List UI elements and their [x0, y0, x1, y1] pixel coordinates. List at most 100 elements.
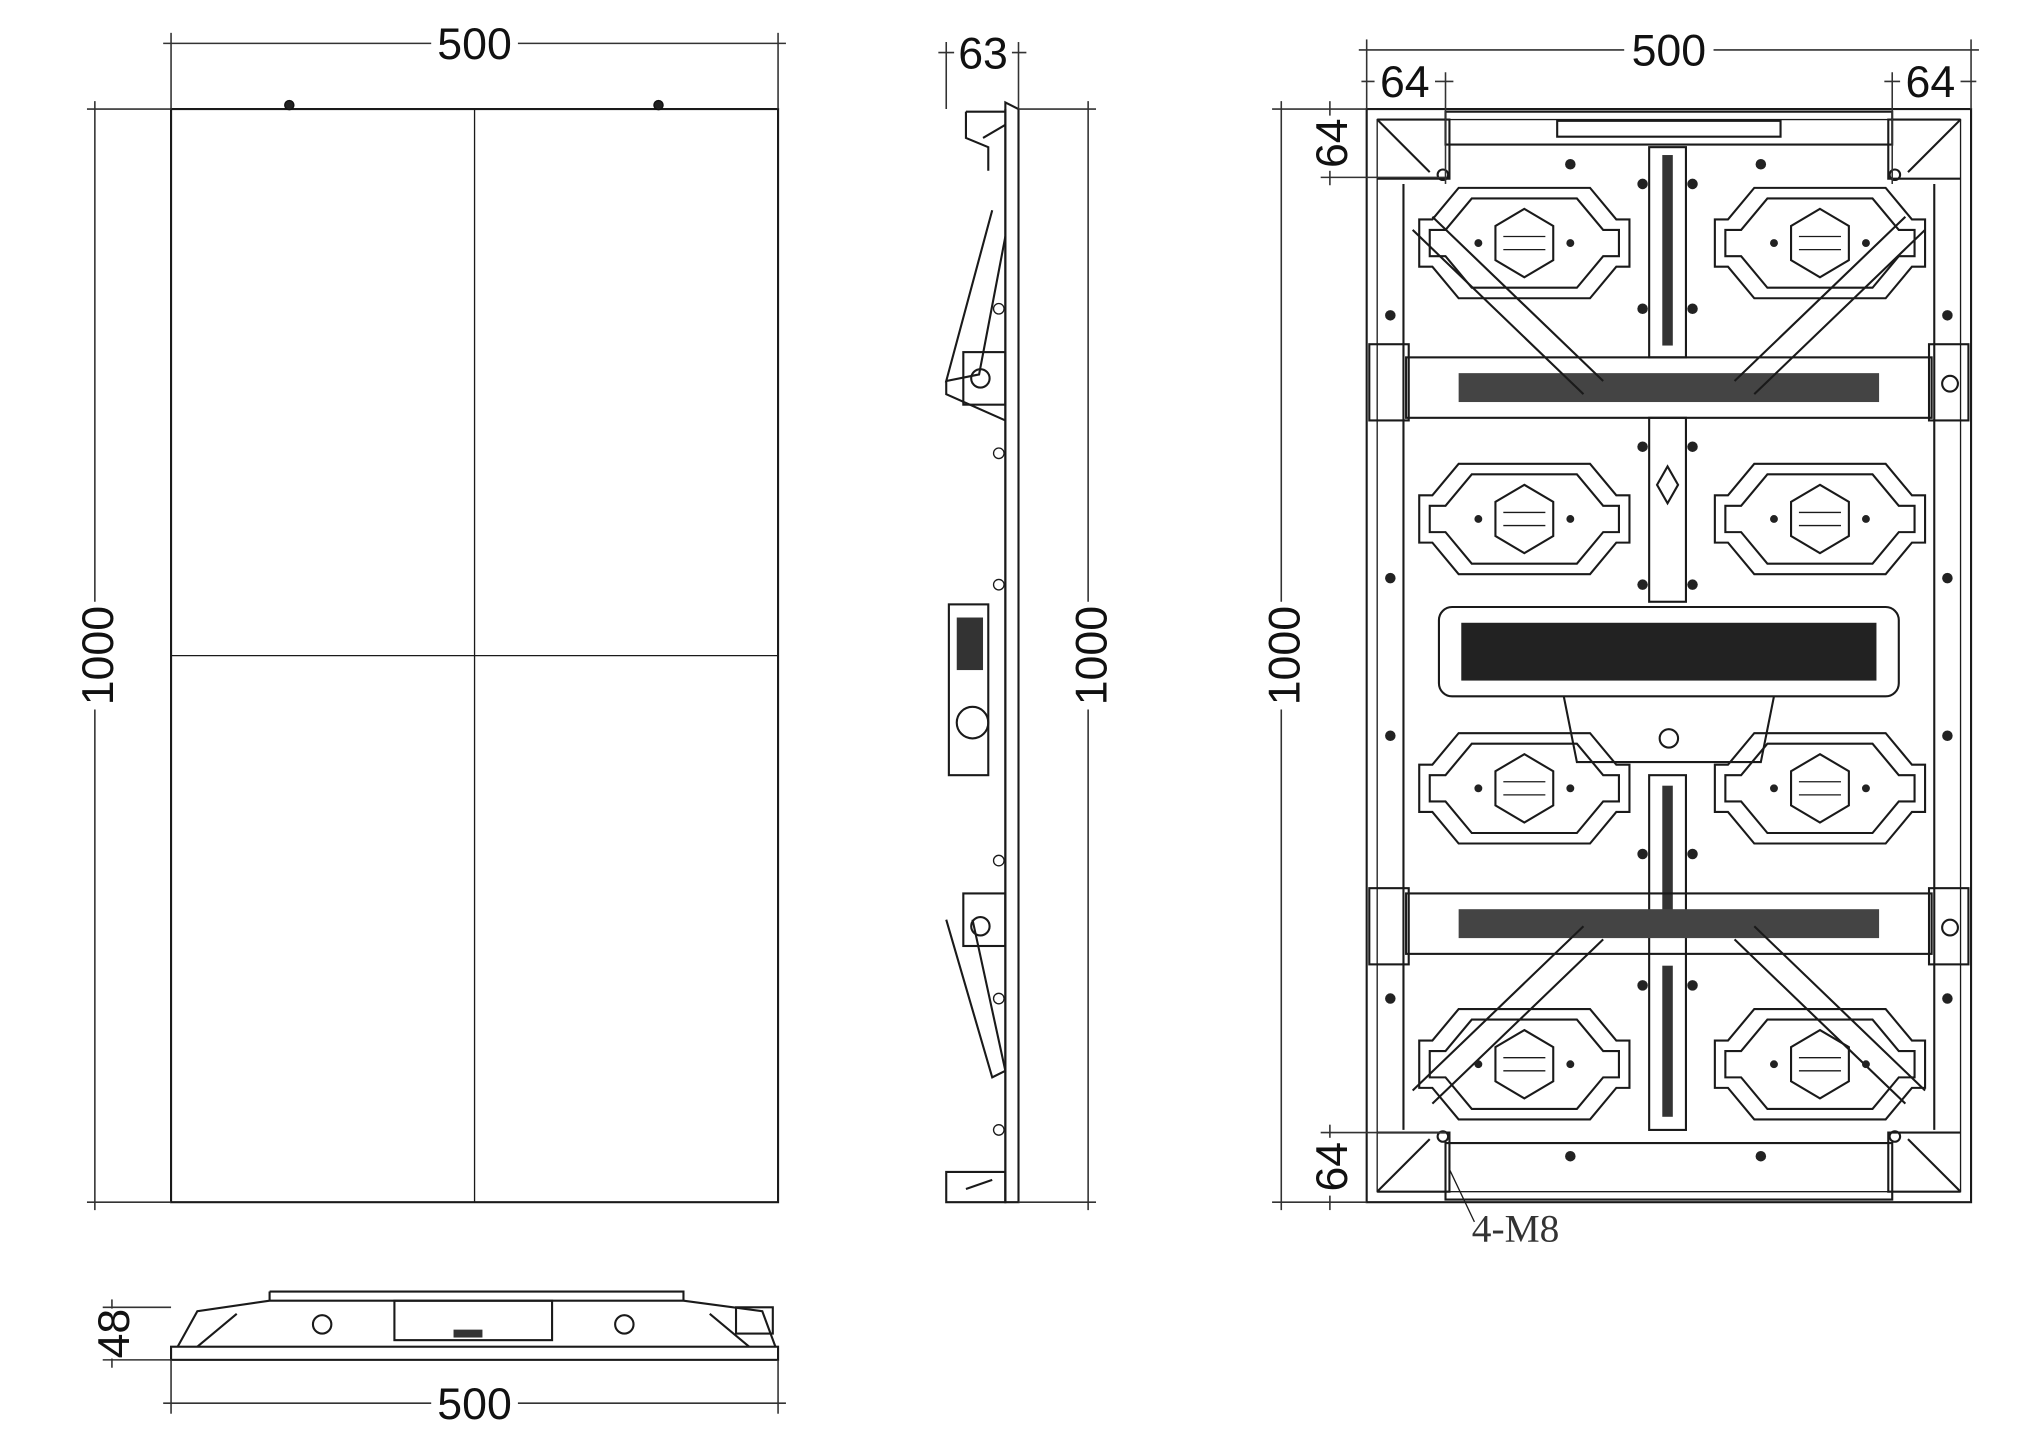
bolt-hole — [1687, 303, 1698, 315]
bolt-hole — [1637, 980, 1648, 991]
side-height-dimension: 1000 — [1018, 101, 1117, 1211]
bolt-hole — [1687, 579, 1698, 590]
bolt-hole — [1637, 848, 1648, 860]
lifting-pin — [284, 99, 295, 111]
locator-hole — [1474, 784, 1483, 793]
bolt-hole — [1385, 993, 1396, 1004]
bolt-hole — [1637, 303, 1648, 315]
module-mount — [1418, 1008, 1631, 1121]
module-frame — [1713, 186, 1927, 300]
bolt-hole — [1942, 993, 1953, 1004]
bolt-hole — [1565, 1150, 1576, 1162]
bolt-hole — [1687, 980, 1698, 991]
bolt-hole — [1942, 310, 1953, 321]
top-offset-label: 64 — [1308, 118, 1357, 168]
module-mount — [1418, 732, 1631, 845]
left-offset-dimension: 64 — [1361, 58, 1454, 184]
bottom-offset-dimension: 64 — [1308, 1124, 1446, 1211]
corner-bracket — [1887, 118, 1962, 180]
bolt-hole — [1942, 730, 1953, 742]
hex-magnet — [1494, 1028, 1555, 1100]
top-offset-dimension: 64 — [1308, 101, 1446, 186]
hex-magnet — [1790, 1028, 1850, 1100]
front-height-dimension: 1000 — [72, 101, 172, 1211]
locator-hole — [1566, 784, 1575, 793]
module-mount — [1418, 186, 1631, 300]
front-width-label: 500 — [437, 20, 512, 69]
m8-hole — [1888, 168, 1902, 182]
module-frame-inner — [1724, 742, 1916, 835]
locator-hole — [1474, 239, 1483, 248]
locator-hole — [1862, 515, 1870, 523]
bottom-offset-label: 64 — [1308, 1142, 1357, 1192]
right-offset-dimension: 64 — [1884, 58, 1977, 184]
module-mounts — [1418, 186, 1927, 1121]
bolt-hole — [1755, 158, 1767, 170]
front-height-label: 1000 — [74, 606, 123, 705]
power-box — [1437, 605, 1900, 698]
hole-callout-label: 4-M8 — [1472, 1207, 1560, 1251]
locator-hole — [1566, 1060, 1575, 1069]
hex-magnet — [1790, 752, 1850, 824]
bolt-hole — [1942, 572, 1953, 584]
locator-hole — [1474, 1060, 1483, 1069]
bolt-hole — [1755, 1150, 1767, 1162]
bottom-depth-dimension: 48 — [90, 1299, 172, 1368]
bolt-hole — [1385, 310, 1396, 321]
hex-magnet — [1790, 207, 1850, 279]
module-frame-inner — [1724, 197, 1916, 289]
module-mount — [1713, 462, 1927, 576]
back-height-dimension: 1000 — [1258, 101, 1367, 1211]
bolt-hole — [1565, 158, 1576, 170]
module-frame — [1418, 732, 1631, 845]
module-frame-inner — [1428, 473, 1620, 565]
locator-hole — [1566, 515, 1575, 523]
locator-hole — [1770, 515, 1778, 523]
bottom-width-label: 500 — [437, 1380, 512, 1429]
corner-bracket — [1376, 118, 1451, 180]
bolt-hole — [1637, 441, 1648, 452]
bolt-hole — [1687, 178, 1698, 190]
module-frame — [1418, 1008, 1631, 1121]
corner-bracket — [1376, 1131, 1451, 1193]
module-mount — [1713, 732, 1927, 845]
front-width-dimension: 500 — [163, 18, 786, 110]
back-panel-outline — [1365, 108, 1973, 1204]
lifting-pin — [653, 99, 664, 111]
bolt-hole — [1637, 178, 1648, 190]
bolt-hole — [1637, 579, 1648, 590]
locator-hole — [1770, 239, 1778, 248]
module-frame — [1713, 462, 1927, 576]
corner-bracket — [1887, 1131, 1962, 1193]
back-height-label: 1000 — [1261, 606, 1310, 705]
bottom-view: 48 500 — [90, 1290, 786, 1429]
module-frame-inner — [1724, 473, 1916, 565]
m8-hole — [1888, 1130, 1902, 1143]
back-view: 500 64 64 1000 64 — [1258, 26, 1979, 1251]
module-frame-inner — [1428, 1018, 1620, 1110]
locator-hole — [1566, 239, 1575, 248]
hole-callout: 4-M8 — [1448, 1169, 1560, 1251]
bolt-hole — [1687, 441, 1698, 452]
right-offset-label: 64 — [1905, 58, 1955, 107]
bolt-hole — [1687, 848, 1698, 860]
bottom-width-dimension: 500 — [163, 1359, 786, 1429]
locator-hole — [1474, 515, 1483, 523]
locator-hole — [1770, 784, 1778, 793]
side-view: 63 1000 — [938, 28, 1117, 1211]
side-depth-label: 63 — [958, 29, 1008, 78]
module-frame-inner — [1428, 742, 1620, 835]
hex-magnet — [1790, 483, 1850, 555]
m8-hole — [1436, 168, 1450, 182]
m8-hole — [1436, 1130, 1450, 1143]
side-height-label: 1000 — [1068, 606, 1117, 705]
module-mount — [1713, 186, 1927, 300]
module-frame — [1418, 462, 1631, 576]
bottom-depth-label: 48 — [90, 1309, 139, 1359]
module-frame-inner — [1428, 197, 1620, 289]
hex-magnet — [1494, 207, 1555, 279]
front-view: 500 1000 — [72, 18, 786, 1211]
locator-hole — [1862, 1060, 1870, 1069]
left-offset-label: 64 — [1380, 58, 1430, 107]
